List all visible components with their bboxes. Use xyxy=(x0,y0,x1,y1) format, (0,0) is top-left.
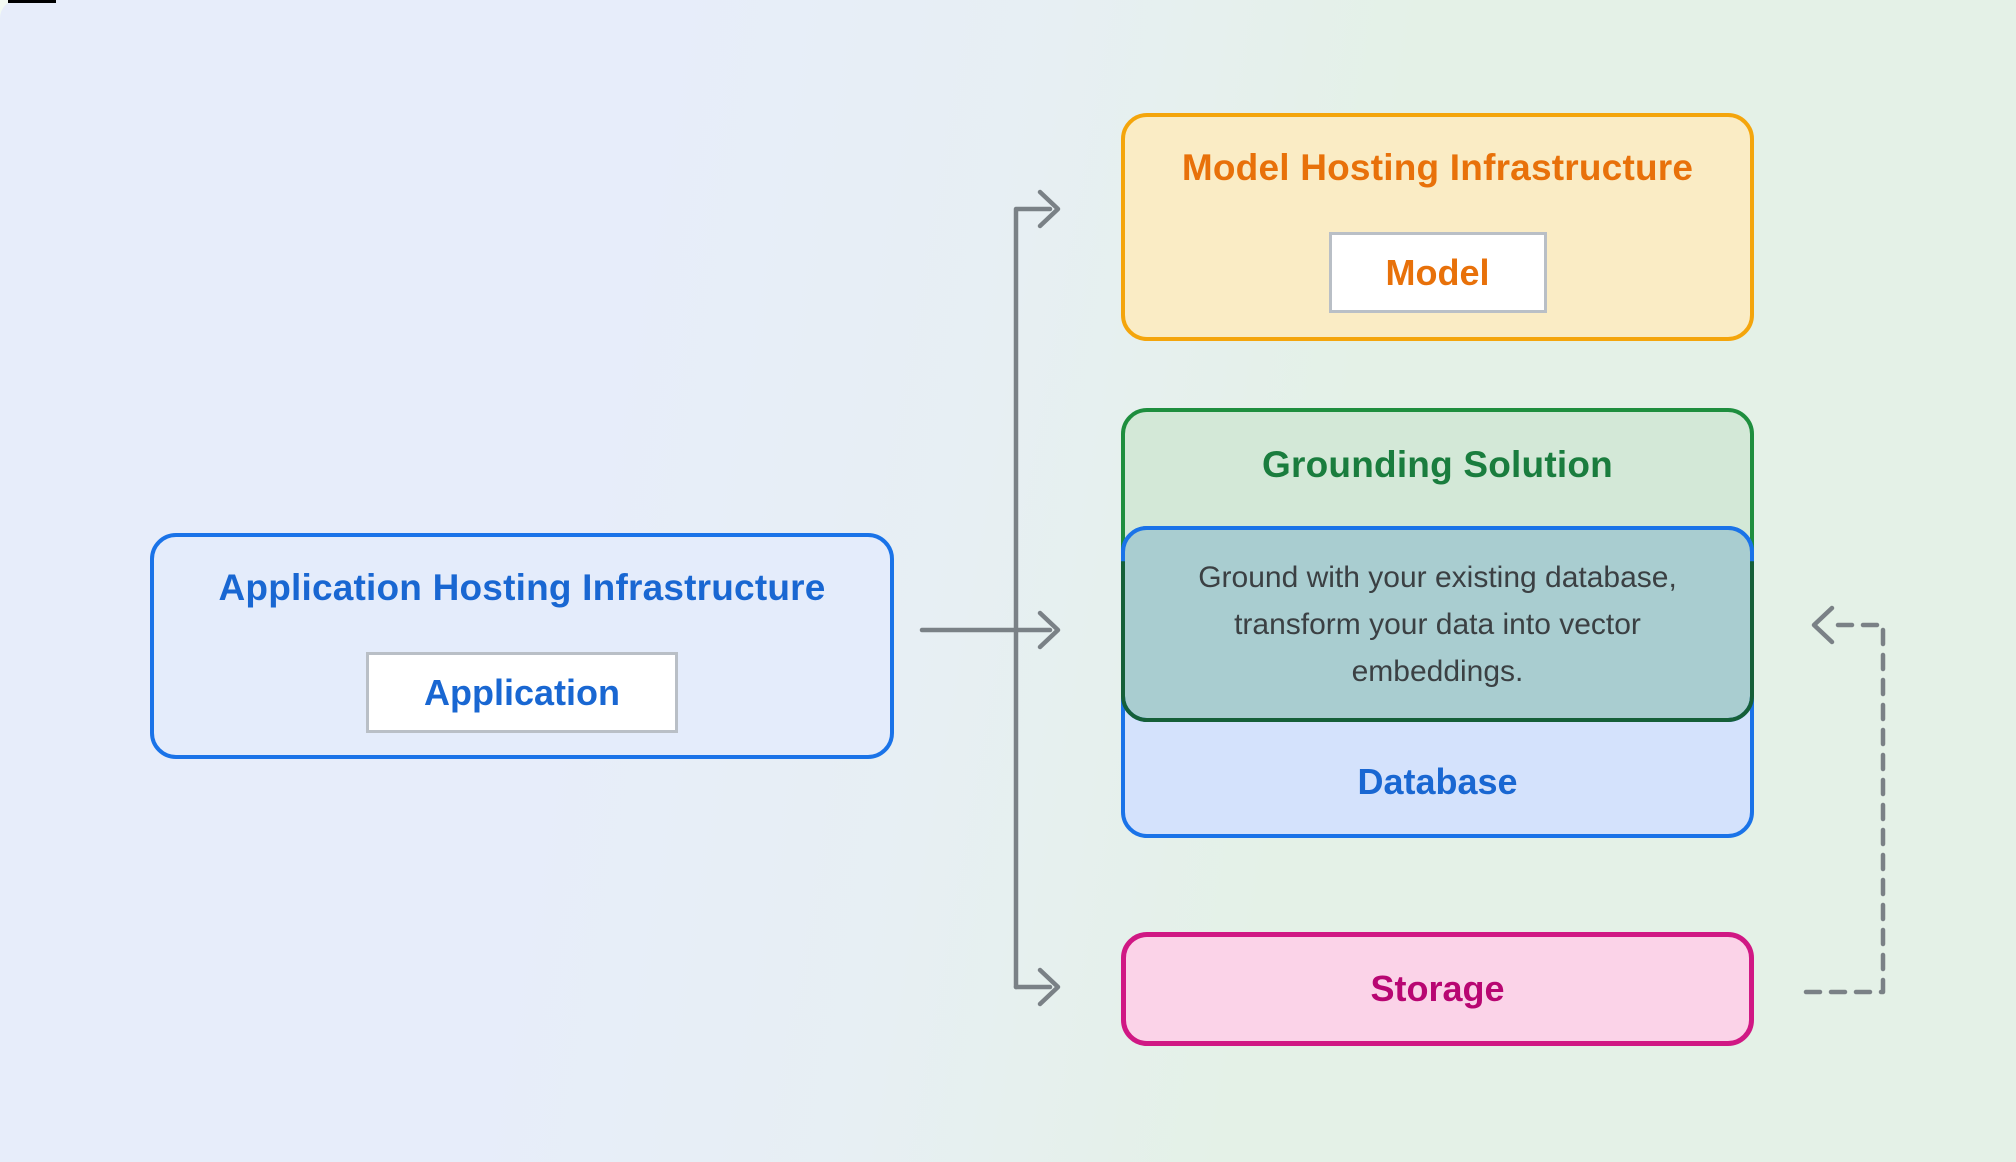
screen-edge-artifact xyxy=(8,0,56,3)
arrowhead-to-grounding xyxy=(1037,610,1061,650)
storage-label: Storage xyxy=(1370,968,1505,1009)
grounding-solution-title: Grounding Solution xyxy=(1262,444,1613,485)
grounding-description-box: Ground with your existing database, tran… xyxy=(1121,526,1754,722)
dashed-return-line xyxy=(1798,622,1886,995)
application-hosting-title: Application Hosting Infrastructure xyxy=(218,567,826,608)
database-label: Database xyxy=(1357,761,1518,802)
model-hosting-title: Model Hosting Infrastructure xyxy=(1181,147,1694,188)
arrowhead-to-model xyxy=(1037,189,1061,229)
model-hosting-box: Model Hosting Infrastructure Model xyxy=(1121,113,1754,341)
storage-box: Storage xyxy=(1121,932,1754,1046)
grounding-description-text: Ground with your existing database, tran… xyxy=(1198,560,1677,688)
trunk-line xyxy=(1013,206,1053,990)
model-chip-label: Model xyxy=(1385,251,1490,293)
model-chip: Model xyxy=(1328,232,1547,313)
application-chip: Application xyxy=(366,652,678,733)
dashed-arrowhead-to-grounding xyxy=(1811,605,1835,645)
application-chip-label: Application xyxy=(424,671,620,713)
arrowhead-to-storage xyxy=(1037,967,1061,1007)
application-hosting-box: Application Hosting Infrastructure Appli… xyxy=(150,533,894,759)
